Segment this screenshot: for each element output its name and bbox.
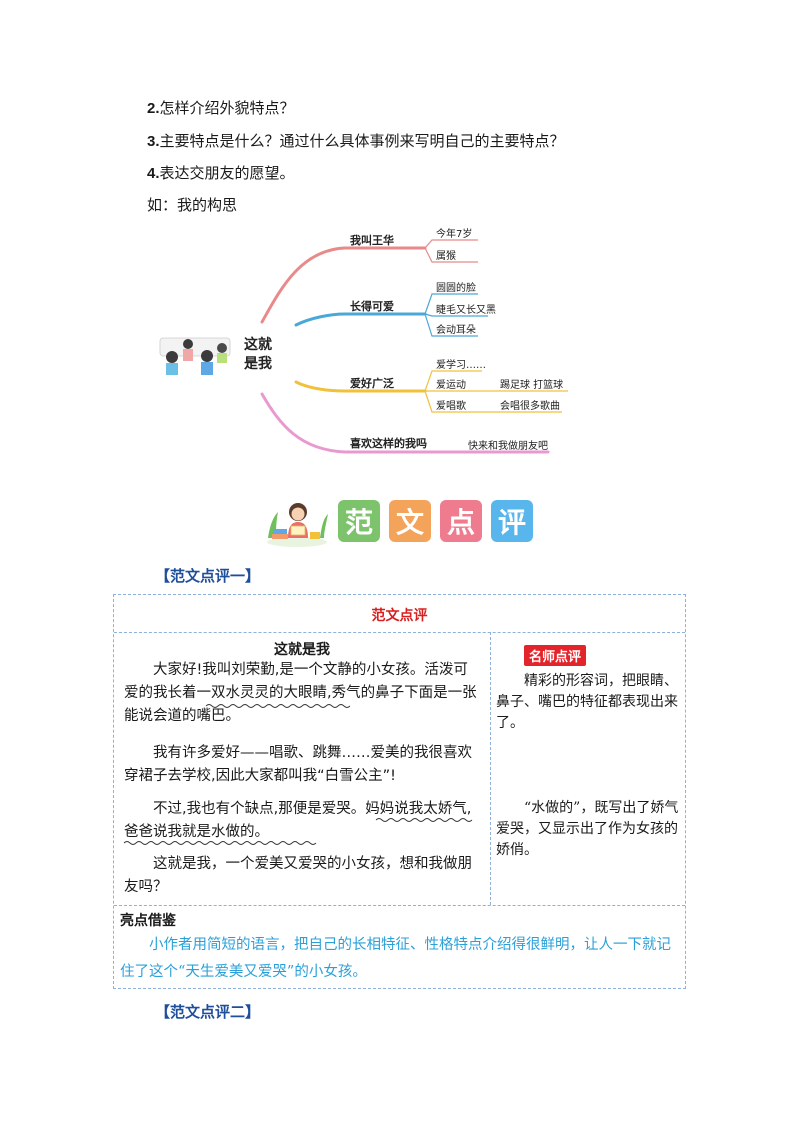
question-4: 4.表达交朋友的愿望。 <box>147 164 295 182</box>
section-heading-two: 【范文点评二】 <box>155 1003 261 1021</box>
example-intro: 如：我的构思 <box>147 196 238 214</box>
leaf-singing: 爱唱歌 <box>436 401 466 412</box>
branch-hobbies: 爱好广泛 <box>350 377 394 390</box>
leaf-songs: 会唱很多歌曲 <box>500 401 560 412</box>
leaf-ball-games: 踢足球 打篮球 <box>500 380 564 391</box>
leaf-sports: 爱运动 <box>436 380 466 391</box>
leaf-age: 今年7岁 <box>436 229 473 240</box>
highlight-title: 亮点借鉴 <box>120 913 176 929</box>
question-3: 3.主要特点是什么？通过什么具体事例来写明自己的主要特点？ <box>147 132 565 150</box>
table-title: 范文点评 <box>371 608 428 624</box>
essay-paragraph-2: 我有许多爱好——唱歌、跳舞……爱美的我很喜欢穿裙子去学校,因此大家都叫我“白雪公… <box>124 745 472 784</box>
review-table: 范文点评 这就是我 大家好!我叫刘荣勤,是一个文静的小女孩。活泼可爱的我长着一双… <box>113 594 686 989</box>
section-heading-one: 【范文点评一】 <box>155 567 261 585</box>
branch-name: 我叫王华 <box>350 234 394 247</box>
table-divider-top <box>114 632 685 633</box>
branch-line-looks <box>294 312 427 327</box>
reading-girl-illustration <box>267 503 328 547</box>
essay-paragraph-3: 不过,我也有个缺点,那便是爱哭。妈妈说我太娇气,爸爸说我就是水做的。 <box>124 801 472 840</box>
branch-end: 喜欢这样的我吗 <box>350 437 427 450</box>
leaf-face: 圆圆的脸 <box>436 283 476 294</box>
branch-line-name <box>260 246 427 324</box>
leaf-lashes: 睫毛又长又黑 <box>436 305 496 316</box>
essay-paragraph-4: 这就是我，一个爱美又爱哭的小女孩，想和我做朋友吗？ <box>124 856 472 895</box>
wavy-underlines <box>123 704 473 845</box>
leaf-study: 爱学习…… <box>436 360 486 371</box>
banner-char-ping: 评 <box>491 500 533 542</box>
essay-title: 这就是我 <box>274 642 330 658</box>
banner-char-fan: 范 <box>338 500 380 542</box>
table-divider-bottom <box>114 905 685 906</box>
banner-char-dian: 点 <box>440 500 482 542</box>
banner-char-wen: 文 <box>389 500 431 542</box>
teacher-comment-1: 精彩的形容词，把眼睛、鼻子、嘴巴的特征都表现出来了。 <box>496 673 678 731</box>
children-illustration <box>159 337 231 375</box>
teacher-comment-badge: 名师点评 <box>524 645 587 666</box>
essay-paragraph-1: 大家好!我叫刘荣勤,是一个文静的小女孩。活泼可爱的我长着一双水灵灵的大眼睛,秀气… <box>124 662 477 724</box>
teacher-comment-2: “水做的”，既写出了娇气爱哭，又显示出了作为女孩的娇俏。 <box>496 800 679 858</box>
highlight-body: 小作者用简短的语言，把自己的长相特征、性格特点介绍得很鲜明，让人一下就记住了这个… <box>120 937 671 980</box>
branch-looks: 长得可爱 <box>350 300 394 313</box>
leaf-friends: 快来和我做朋友吧 <box>468 441 548 452</box>
mind-map-center: 这就 是我 <box>244 337 272 372</box>
table-divider-vertical <box>490 632 491 905</box>
leaf-zodiac: 属猴 <box>436 251 456 262</box>
question-2: 2.怎样介绍外貌特点？ <box>147 99 295 117</box>
leaf-ears: 会动耳朵 <box>436 325 476 336</box>
